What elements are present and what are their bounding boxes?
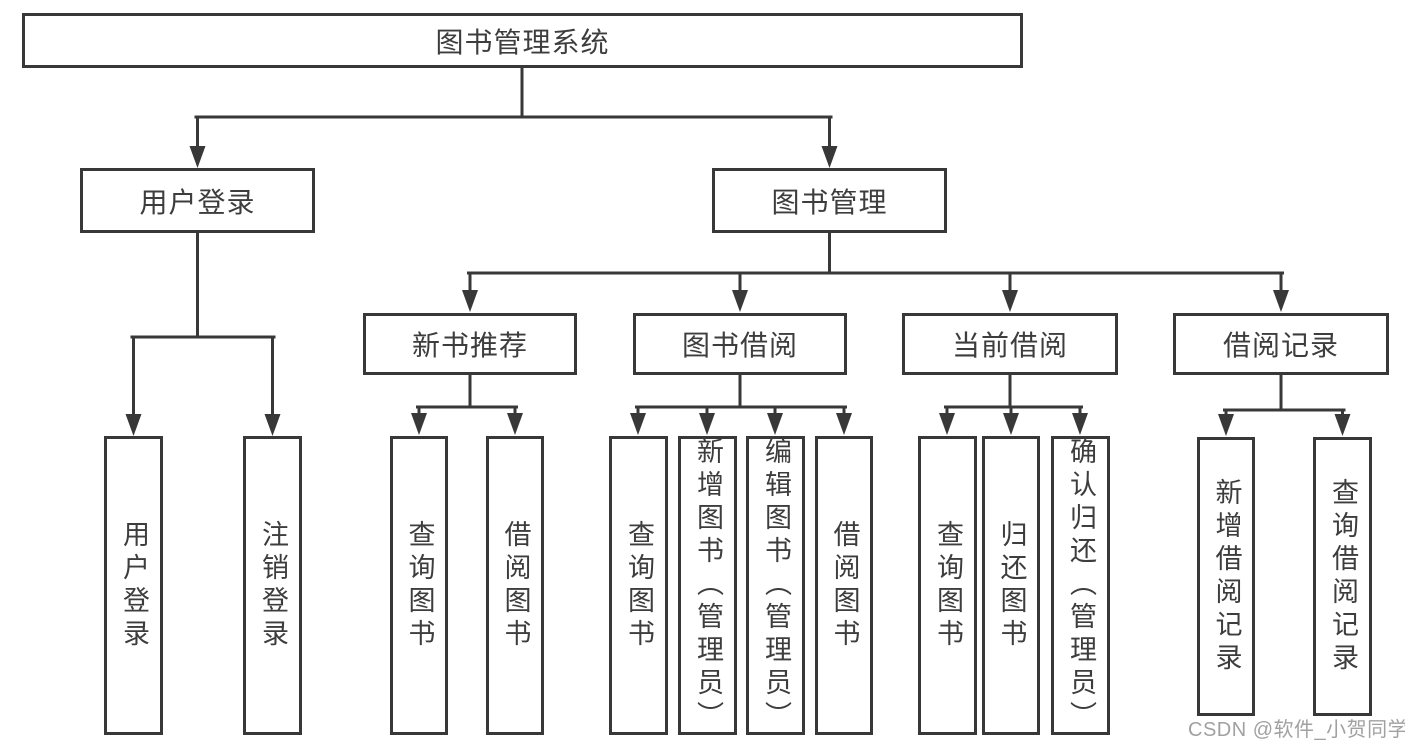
node-query-borrow-record: 查询借阅记录 — [1313, 437, 1372, 716]
csdn-watermark: CSDN @软件_小贺同学 — [1188, 719, 1405, 741]
node-root: 图书管理系统 — [22, 13, 1023, 68]
node-user-login-label: 用户登录 — [139, 186, 256, 218]
node-query-book-borrow: 查询图书 — [609, 436, 668, 735]
node-logout-action-label: 注销登录 — [258, 519, 288, 652]
node-return-book: 归还图书 — [982, 436, 1040, 735]
node-root-label: 图书管理系统 — [435, 26, 610, 58]
node-edit-book-admin-label: 编辑图书（管理员） — [761, 437, 791, 734]
node-query-book-rec-label: 查询图书 — [404, 519, 435, 652]
node-add-book-admin: 新增图书（管理员） — [678, 436, 737, 735]
node-add-borrow-record: 新增借阅记录 — [1197, 437, 1255, 716]
node-borrow-book-label: 借阅图书 — [829, 519, 860, 652]
node-book-borrow: 图书借阅 — [633, 313, 847, 375]
node-new-book-recommend: 新书推荐 — [363, 313, 577, 375]
node-query-borrow-record-label: 查询借阅记录 — [1328, 477, 1358, 676]
node-new-book-recommend-label: 新书推荐 — [411, 330, 528, 361]
node-logout-action: 注销登录 — [243, 436, 302, 735]
node-query-book-rec: 查询图书 — [390, 436, 448, 735]
node-borrow-book-rec: 借阅图书 — [486, 436, 544, 735]
node-query-book-current: 查询图书 — [918, 436, 977, 735]
node-confirm-return-admin-label: 确认归还（管理员） — [1066, 437, 1096, 734]
node-borrow-book: 借阅图书 — [815, 436, 873, 735]
node-add-borrow-record-label: 新增借阅记录 — [1211, 477, 1242, 676]
node-add-book-admin-label: 新增图书（管理员） — [693, 437, 723, 734]
node-confirm-return-admin: 确认归还（管理员） — [1051, 436, 1110, 735]
node-user-login-action: 用户登录 — [104, 436, 163, 735]
node-book-management-label: 图书管理 — [771, 186, 888, 218]
node-user-login: 用户登录 — [80, 168, 315, 233]
node-query-book-borrow-label: 查询图书 — [624, 519, 654, 652]
node-borrow-book-rec-label: 借阅图书 — [500, 519, 531, 652]
node-book-management: 图书管理 — [712, 168, 947, 233]
node-current-borrow: 当前借阅 — [902, 313, 1118, 375]
node-current-borrow-label: 当前借阅 — [951, 330, 1068, 361]
node-user-login-action-label: 用户登录 — [119, 519, 149, 652]
node-return-book-label: 归还图书 — [996, 519, 1027, 652]
node-edit-book-admin: 编辑图书（管理员） — [746, 436, 805, 735]
node-borrow-record-label: 借阅记录 — [1222, 330, 1339, 361]
node-query-book-current-label: 查询图书 — [933, 519, 963, 652]
node-book-borrow-label: 图书借阅 — [681, 330, 798, 361]
node-borrow-record: 借阅记录 — [1173, 313, 1389, 375]
